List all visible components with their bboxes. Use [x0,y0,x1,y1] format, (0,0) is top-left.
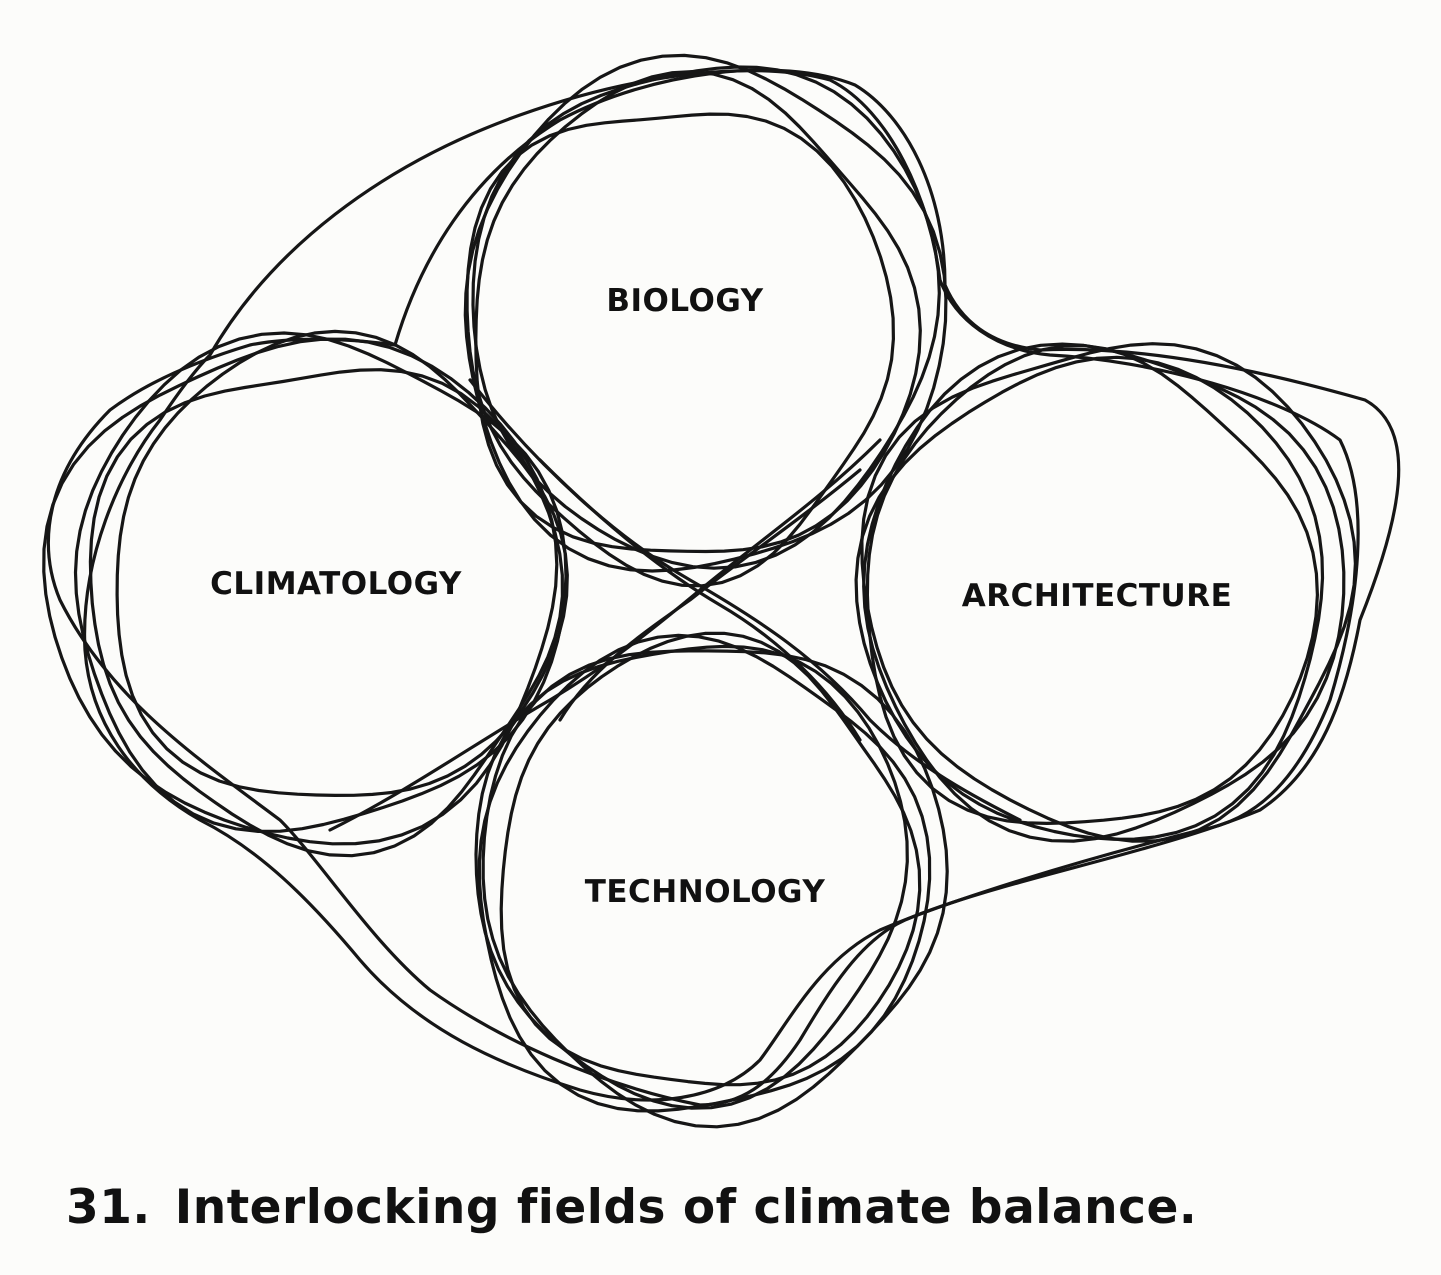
climatology-ring-1 [115,329,569,797]
biology-label: BIOLOGY [606,283,763,319]
architecture-label: ARCHITECTURE [962,578,1233,614]
cross-strand-center-b [558,468,862,722]
biology-ring-4 [471,65,941,570]
outer-loop-upper [46,68,1401,1107]
technology-ring-1 [499,631,922,1087]
architecture-rings [854,342,1357,843]
climatology-rings [42,329,569,858]
cross-strand-center-a [538,458,862,742]
cross-strand-right [328,438,882,832]
technology-label: TECHNOLOGY [585,874,826,910]
architecture-ring-3 [860,342,1357,843]
technology-ring-4 [474,644,909,1110]
climatology-ring-4 [42,337,559,846]
figure-caption-text: Interlocking fields of climate balance. [174,1180,1198,1235]
technology-ring-2 [477,633,932,1113]
outer-connecting-loops [46,68,1401,1107]
figure-caption: 31. Interlocking fields of climate balanc… [66,1180,1197,1235]
architecture-ring-2 [862,342,1346,843]
climatology-label: CLIMATOLOGY [210,566,462,602]
climatology-ring-2 [73,331,568,833]
outer-loop-lower [82,69,1360,1102]
figure-number: 31. [66,1180,151,1235]
architecture-ring-1 [865,344,1319,825]
technology-ring-3 [481,649,949,1129]
climatology-ring-3 [88,368,564,858]
architecture-ring-4 [854,355,1325,841]
